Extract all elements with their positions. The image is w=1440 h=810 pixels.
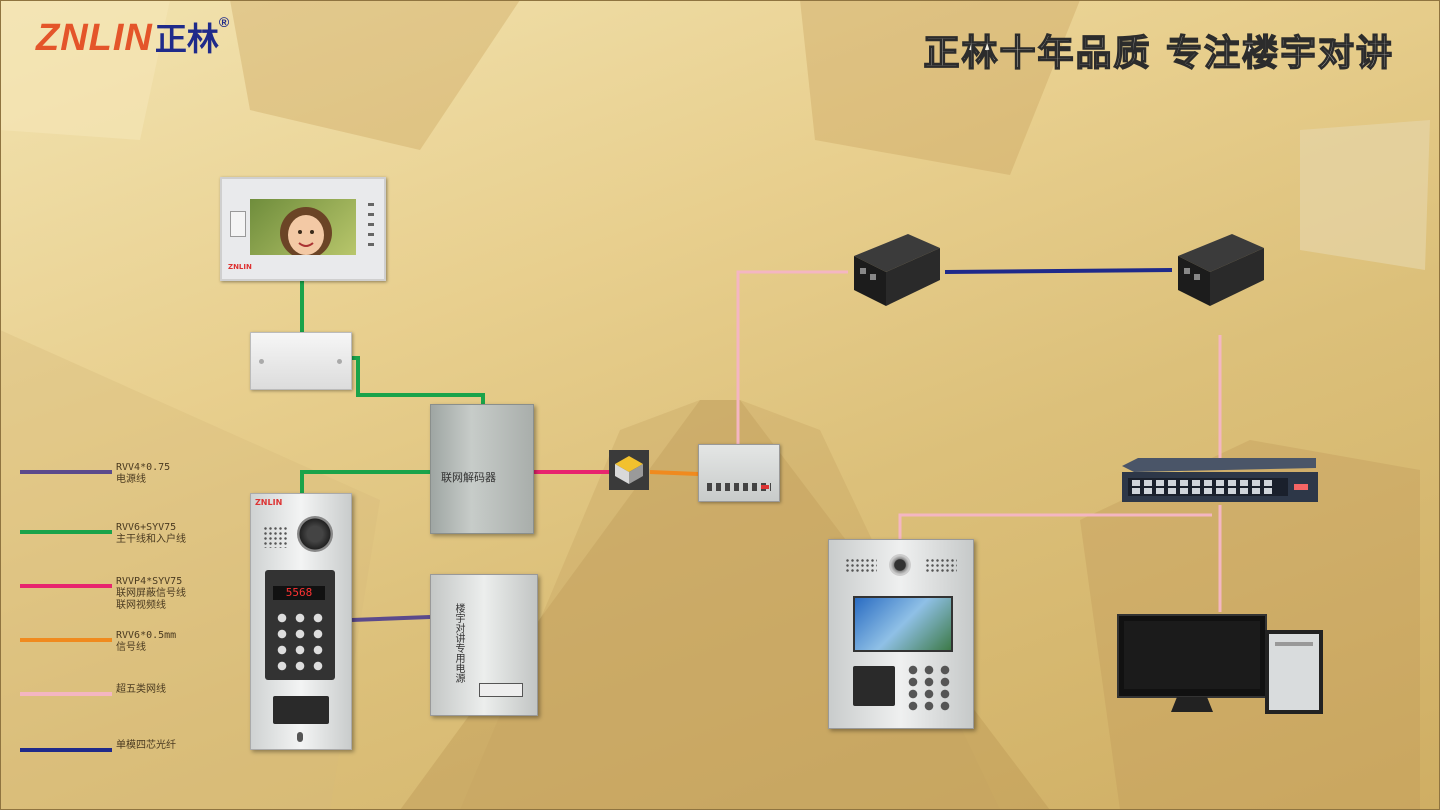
logo-cn: 正林 bbox=[154, 21, 219, 57]
panel-brand: ZNLIN bbox=[255, 498, 283, 507]
wire-signal bbox=[649, 470, 699, 476]
computer-icon bbox=[1117, 614, 1323, 714]
legend-label: RVV4*0.75 电源线 bbox=[116, 462, 171, 485]
monitor-brand: ZNLIN bbox=[228, 263, 252, 271]
monitor-screen bbox=[250, 199, 356, 259]
keyhole-icon bbox=[297, 732, 303, 742]
server-ports bbox=[707, 483, 771, 491]
legend-label: RVV6+SYV75 主干线和入户线 bbox=[116, 522, 186, 545]
network-decoder[interactable]: 联网解码器 bbox=[430, 404, 534, 534]
legend-item-cat5: 超五类网线 bbox=[20, 684, 240, 724]
child-face-icon bbox=[280, 207, 332, 259]
legend-item-power: RVV4*0.75 电源线 bbox=[20, 462, 240, 502]
speaker-grille bbox=[845, 558, 877, 572]
card-reader-icon bbox=[853, 666, 895, 706]
power-terminal bbox=[479, 683, 523, 697]
wire-cat5-1 bbox=[736, 270, 848, 445]
fiber-transceiver-right[interactable] bbox=[1172, 228, 1268, 308]
wire-cat5-3 bbox=[898, 513, 1212, 540]
server-led bbox=[761, 485, 769, 489]
legend-label: RVVP4*SYV75 联网屏蔽信号线 联网视频线 bbox=[116, 576, 186, 611]
fiber-transceiver-left[interactable] bbox=[848, 228, 944, 308]
card-reader-icon bbox=[273, 696, 329, 724]
logo-en: ZNLIN bbox=[36, 17, 153, 59]
ip-door-panel[interactable] bbox=[828, 539, 974, 729]
screw-icon bbox=[337, 359, 342, 364]
wire-fiber bbox=[944, 268, 1173, 274]
management-computer[interactable] bbox=[1115, 612, 1330, 717]
screw-icon bbox=[259, 359, 264, 364]
outdoor-door-panel[interactable]: ZNLIN 5568 bbox=[250, 493, 352, 750]
network-switch[interactable] bbox=[1118, 456, 1320, 506]
power-supply-label: 楼宇对讲专用电源 bbox=[453, 603, 464, 683]
slogan: 正林十年品质 专注楼宇对讲 bbox=[923, 32, 1394, 74]
logo-registered-mark: ® bbox=[218, 14, 230, 30]
camera-icon bbox=[889, 554, 911, 576]
ip-panel-screen bbox=[853, 596, 953, 652]
converter-cube-icon bbox=[615, 456, 643, 484]
network-converter[interactable] bbox=[609, 450, 649, 490]
network-server[interactable] bbox=[698, 444, 780, 502]
camera-icon bbox=[297, 516, 333, 552]
panel-display: 5568 bbox=[273, 586, 325, 600]
indoor-monitor[interactable]: ZNLIN bbox=[220, 177, 386, 281]
wire-main-2 bbox=[352, 356, 485, 405]
legend-swatch bbox=[20, 584, 112, 588]
monitor-buttons bbox=[368, 203, 374, 249]
junction-box[interactable] bbox=[250, 332, 352, 390]
legend-item-network-signal: RVVP4*SYV75 联网屏蔽信号线 联网视频线 bbox=[20, 576, 240, 616]
legend-swatch bbox=[20, 530, 112, 534]
legend-item-fiber: 单模四芯光纤 bbox=[20, 740, 240, 780]
legend-item-main-cable: RVV6+SYV75 主干线和入户线 bbox=[20, 522, 240, 562]
fiber-transceiver-icon bbox=[854, 234, 940, 306]
fiber-transceiver-icon bbox=[1178, 234, 1264, 306]
keypad: 5568 bbox=[265, 570, 335, 680]
legend-label: 单模四芯光纤 bbox=[116, 740, 176, 751]
speaker-grille bbox=[925, 558, 957, 572]
wire-main-3 bbox=[300, 470, 432, 493]
keypad-buttons bbox=[273, 610, 327, 674]
legend-label: RVV6*0.5mm 信号线 bbox=[116, 630, 177, 653]
legend-item-signal: RVV6*0.5mm 信号线 bbox=[20, 630, 240, 670]
power-supply[interactable]: 楼宇对讲专用电源 bbox=[430, 574, 538, 716]
decoder-label: 联网解码器 bbox=[441, 471, 496, 484]
legend-swatch bbox=[20, 638, 112, 642]
legend-swatch bbox=[20, 748, 112, 752]
legend-label: 超五类网线 bbox=[116, 684, 166, 695]
wire-power bbox=[351, 615, 431, 622]
monitor-keypad bbox=[230, 211, 246, 237]
legend-swatch bbox=[20, 470, 112, 474]
legend-swatch bbox=[20, 692, 112, 696]
speaker-grille bbox=[263, 526, 289, 548]
network-switch-icon bbox=[1122, 458, 1318, 502]
ip-keypad bbox=[905, 664, 955, 712]
brand-logo: ZNLIN正林® bbox=[36, 14, 229, 60]
